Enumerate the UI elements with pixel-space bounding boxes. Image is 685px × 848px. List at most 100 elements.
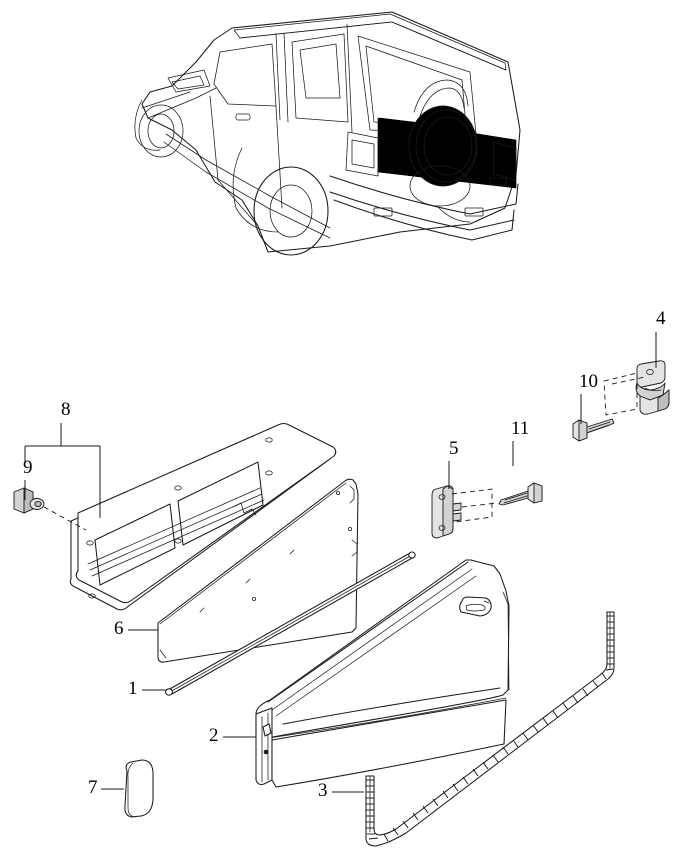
support-rod-end-far bbox=[408, 551, 416, 559]
bracket-8-path bbox=[24, 445, 101, 518]
tailgate-handle-key bbox=[483, 600, 490, 604]
hinge-plate-hole-bottom bbox=[438, 525, 446, 531]
callout-number-2[interactable]: 2 bbox=[209, 725, 219, 746]
vehicle-rear-wheel-rim bbox=[269, 184, 313, 238]
hinge-plate-side bbox=[442, 485, 454, 537]
bumper-cap-inner-edge bbox=[127, 762, 136, 818]
vehicle-mirror bbox=[167, 69, 211, 93]
striker-bolt-thread-2 bbox=[588, 424, 610, 433]
hinge-plate-tab-top bbox=[452, 502, 462, 512]
bumper-cap-body bbox=[124, 759, 154, 818]
part-3-weatherstrip-seal bbox=[365, 611, 615, 847]
striker-mount-axis bbox=[611, 376, 646, 385]
frame-panel-hole-mr bbox=[265, 470, 273, 476]
frame-panel-hole-mid-lower bbox=[174, 538, 182, 544]
hinge-plate-assembly-axis bbox=[461, 502, 498, 508]
vehicle-tail-lamp-left bbox=[345, 131, 379, 177]
callout-leader-lines bbox=[24, 332, 657, 793]
frame-panel-hole-mid bbox=[174, 485, 182, 491]
vehicle-spare-carrier-arm-2 bbox=[419, 87, 465, 117]
vehicle-hitch-detail bbox=[436, 205, 471, 223]
vehicle-b-pillar-2 bbox=[283, 32, 289, 123]
vehicle-front-wheel bbox=[138, 104, 184, 158]
vehicle-front-wheel-rim bbox=[147, 113, 175, 149]
vehicle-door-handle bbox=[235, 113, 251, 121]
callout-number-6[interactable]: 6 bbox=[114, 618, 124, 639]
vehicle-rear-arch bbox=[232, 147, 279, 233]
frame-panel-cutout-left bbox=[94, 503, 176, 586]
tailgate-top-edge-3 bbox=[275, 575, 477, 717]
striker-top-flange bbox=[636, 360, 666, 388]
striker-bolt-head-face bbox=[578, 419, 588, 442]
inner-panel-dimple-a bbox=[199, 607, 205, 613]
callout-number-5[interactable]: 5 bbox=[449, 438, 459, 459]
vehicle-tail-lamp-right bbox=[493, 141, 517, 181]
callout-number-11[interactable]: 11 bbox=[511, 418, 529, 439]
part-4-striker-bracket bbox=[603, 360, 670, 416]
vehicle-bumper-bottom bbox=[333, 199, 515, 241]
vehicle-door-front-edge bbox=[209, 95, 259, 227]
hinge-bolt-shank bbox=[498, 490, 529, 506]
hinge-bolt-thread-1 bbox=[504, 492, 528, 501]
support-rod-end-near bbox=[165, 688, 173, 696]
callout-number-3[interactable]: 3 bbox=[318, 780, 328, 801]
stopper-head-inner bbox=[34, 500, 42, 508]
hinge-bolt-thread-2 bbox=[503, 495, 528, 504]
vehicle-spare-carrier-base bbox=[409, 165, 471, 207]
weatherstrip-texture-right bbox=[605, 615, 614, 671]
inner-panel-top-edge bbox=[159, 482, 347, 625]
frame-panel-hole-bl bbox=[88, 593, 96, 599]
vehicle-hood-line-2 bbox=[141, 91, 191, 109]
vehicle-mirror-glass bbox=[171, 75, 205, 90]
vehicle-front-door-glass bbox=[213, 43, 277, 107]
vehicle-door-rear-edge bbox=[275, 105, 283, 209]
callout-numbers-group: 1 2 3 4 5 6 7 8 9 10 11 bbox=[23, 308, 666, 801]
part-10-striker-bolt bbox=[572, 418, 615, 442]
inner-panel-hole-1 bbox=[252, 597, 256, 601]
callout-number-8[interactable]: 8 bbox=[61, 399, 71, 420]
part-11-hinge-bolt bbox=[498, 482, 543, 506]
callout-number-1[interactable]: 1 bbox=[128, 678, 138, 699]
striker-bolt-hole bbox=[646, 369, 654, 375]
vehicle-rocker-upper bbox=[165, 133, 331, 229]
vehicle-bumper-reflector-right bbox=[464, 207, 484, 217]
tailgate-crease-lower bbox=[282, 687, 501, 725]
vehicle-rear-wheel bbox=[253, 166, 329, 256]
vehicle-c-pillar bbox=[346, 23, 353, 133]
striker-lower-face bbox=[657, 389, 670, 412]
inner-panel-tab-2 bbox=[351, 539, 358, 557]
inner-panel-dimple-c bbox=[289, 549, 295, 555]
frame-panel-bead-3 bbox=[91, 499, 265, 577]
callout-number-10[interactable]: 10 bbox=[579, 371, 598, 392]
vehicle-bumper-reflector-left bbox=[373, 207, 393, 217]
tailgate-left-flange bbox=[255, 707, 273, 786]
vehicle-front-arch bbox=[134, 99, 161, 151]
tailgate-handle-recess bbox=[459, 596, 492, 617]
hinge-bolt-head-face bbox=[533, 482, 543, 504]
vehicle-bumper-mid bbox=[329, 191, 515, 231]
vehicle-hood-line bbox=[147, 87, 217, 119]
frame-panel-hole-tl bbox=[86, 540, 94, 546]
vehicle-spare-tire-ring bbox=[415, 109, 477, 183]
tailgate-top-edge-1 bbox=[267, 561, 469, 703]
weatherstrip-outline bbox=[365, 611, 615, 847]
tailgate-hinge-pocket bbox=[262, 723, 272, 737]
hinge-plate-hole-top bbox=[438, 494, 446, 500]
weatherstrip-texture-bottom bbox=[383, 672, 607, 842]
callout-number-4[interactable]: 4 bbox=[656, 308, 666, 329]
striker-web bbox=[635, 382, 666, 401]
hinge-plate-tab-bottom bbox=[452, 512, 462, 522]
part-5-hinge-plate bbox=[431, 485, 498, 539]
vehicle-roof-line bbox=[239, 21, 507, 71]
callout-number-7[interactable]: 7 bbox=[88, 777, 98, 798]
part-2-tailgate-outer-panel bbox=[255, 559, 510, 788]
tailgate-bottom-curve bbox=[261, 697, 507, 740]
tailgate-right-edge bbox=[502, 591, 510, 691]
part-7-bumper-cap bbox=[124, 759, 154, 818]
vehicle-spare-carrier-arm bbox=[413, 79, 469, 113]
vehicle-spare-tire-outer-edge bbox=[408, 105, 478, 187]
callout-number-9[interactable]: 9 bbox=[23, 457, 33, 478]
tailgate-top-edge-2 bbox=[271, 568, 473, 711]
